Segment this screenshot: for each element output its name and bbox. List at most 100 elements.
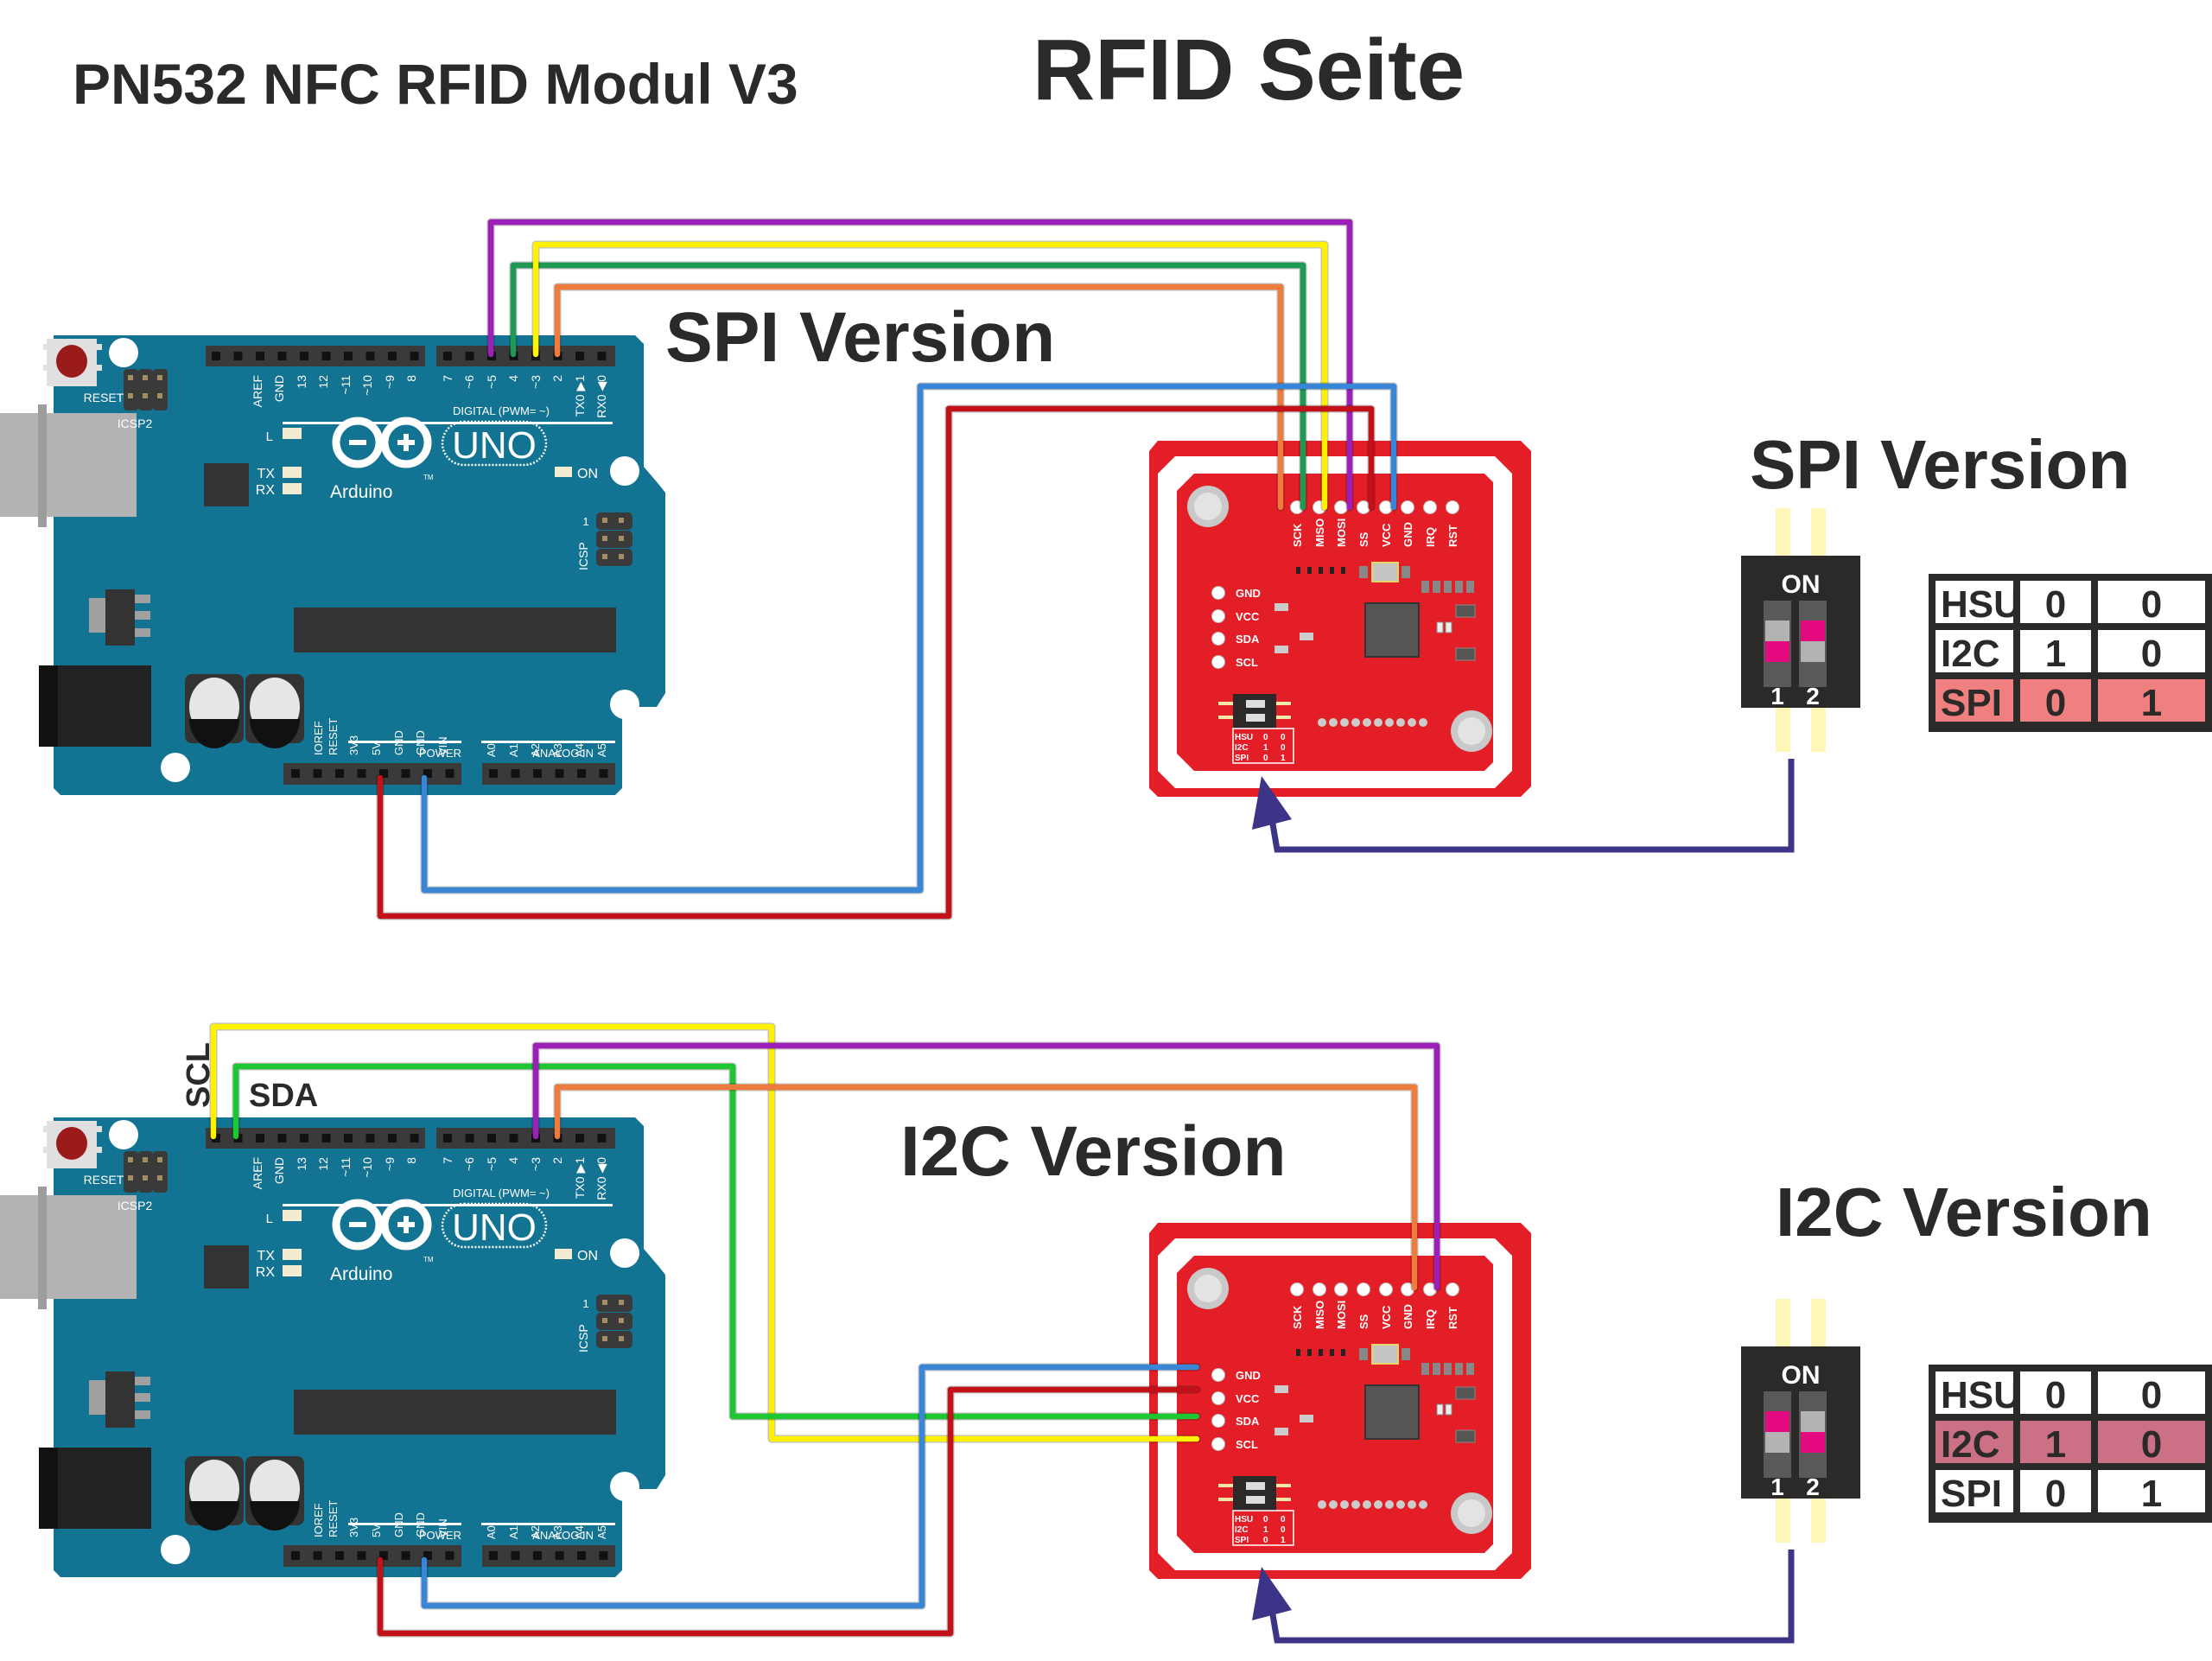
wire-i2c-gnd bbox=[421, 1364, 1200, 1609]
silk-line bbox=[481, 1523, 615, 1525]
usb-flange bbox=[38, 404, 47, 527]
header-socket bbox=[344, 1134, 353, 1142]
dip-leg bbox=[1218, 1484, 1233, 1487]
uno-label: UNO bbox=[452, 424, 537, 467]
pin-label: ~10 bbox=[360, 1157, 374, 1178]
icsp-label: ICSP bbox=[576, 542, 590, 570]
header-socket bbox=[599, 1551, 608, 1560]
crystal bbox=[1371, 562, 1399, 582]
test-pad bbox=[1374, 1500, 1382, 1509]
power-label: POWER bbox=[419, 747, 461, 760]
smd-cap bbox=[1436, 621, 1444, 633]
mini-table-cell: 0 bbox=[1281, 1515, 1286, 1524]
mini-table-frame bbox=[1232, 728, 1294, 764]
header-socket bbox=[597, 352, 607, 360]
dip-leg bbox=[1218, 716, 1233, 719]
header-power bbox=[283, 763, 461, 785]
smd-resistor bbox=[1466, 1363, 1474, 1375]
icsp-pin bbox=[602, 518, 607, 523]
mini-table-cell: 1 bbox=[1263, 1525, 1268, 1535]
pin-label: AREF bbox=[251, 375, 264, 407]
rfid-side-pad-gnd bbox=[1211, 1368, 1225, 1382]
silk-line bbox=[348, 741, 461, 743]
icsp-label: ICSP bbox=[576, 1324, 590, 1352]
regulator-tab bbox=[89, 598, 106, 633]
header-socket bbox=[321, 1134, 331, 1142]
rfid-pin-label: SCK bbox=[1291, 1305, 1304, 1329]
pin-label: 3V3 bbox=[347, 1518, 360, 1537]
icsp-pin bbox=[602, 1336, 607, 1341]
pin-label: ~10 bbox=[360, 375, 374, 396]
dip-leg bbox=[1218, 1498, 1233, 1501]
rfid-mount-hole-inner bbox=[1194, 1275, 1222, 1302]
reset-button-leg bbox=[43, 1126, 50, 1132]
icsp-header bbox=[596, 512, 632, 530]
pin-label: RX0 ◀0 bbox=[594, 375, 608, 418]
header-socket bbox=[321, 352, 331, 360]
icsp-pin bbox=[619, 554, 624, 559]
dip-leg bbox=[1811, 508, 1826, 556]
pin-label: ~6 bbox=[462, 1157, 476, 1171]
pin-label: A1 bbox=[507, 743, 520, 757]
pin-label: RX0 ◀0 bbox=[594, 1157, 608, 1200]
mode-table-cell-bg bbox=[1936, 581, 2013, 623]
icsp2-header bbox=[124, 1151, 138, 1193]
mini-table-frame bbox=[1232, 1510, 1294, 1546]
pin-label: A5 bbox=[595, 743, 608, 757]
header-socket bbox=[511, 769, 520, 778]
tm-mark: TM bbox=[423, 474, 434, 481]
test-pad bbox=[1340, 718, 1349, 727]
rfid-pin-label: SS bbox=[1357, 1314, 1370, 1329]
led-rx bbox=[283, 1265, 302, 1276]
pin-label: 4 bbox=[506, 1157, 520, 1164]
header-socket bbox=[344, 352, 353, 360]
pin-label: 13 bbox=[295, 1157, 308, 1171]
arrow-head-icon bbox=[1252, 776, 1292, 830]
mode-table-cell-bg bbox=[2020, 1371, 2091, 1414]
mini-table-cell: 1 bbox=[1263, 743, 1268, 753]
led-l bbox=[283, 1210, 302, 1221]
header-socket bbox=[388, 1134, 397, 1142]
analog-label: ANALOG IN bbox=[532, 1529, 594, 1542]
pin-label: GND bbox=[272, 1157, 286, 1184]
capacitor-mark bbox=[189, 719, 239, 748]
rfid-pin-label: VCC bbox=[1380, 1305, 1393, 1329]
sda-label: SDA bbox=[249, 1078, 318, 1114]
pin-label: AREF bbox=[251, 1157, 264, 1189]
test-pad bbox=[1408, 718, 1416, 727]
smd-resistor bbox=[1421, 1363, 1429, 1375]
digital-label: DIGITAL (PWM= ~) bbox=[453, 1187, 550, 1200]
header-power bbox=[283, 1545, 461, 1567]
header-socket bbox=[277, 352, 287, 360]
rfid-pin-label: RST bbox=[1446, 1307, 1459, 1329]
mount-hole bbox=[610, 690, 639, 719]
pin-label: ~5 bbox=[485, 1157, 499, 1171]
pin-label: 8 bbox=[404, 375, 418, 382]
header-socket bbox=[577, 1551, 586, 1560]
smd-resistor bbox=[1444, 1363, 1452, 1375]
regulator-tab bbox=[89, 1380, 106, 1415]
mode-table-cell: 0 bbox=[2045, 583, 2066, 626]
header-socket bbox=[445, 769, 454, 778]
arduino-brand: Arduino bbox=[330, 1264, 392, 1284]
pin-label: IOREF bbox=[312, 721, 325, 755]
capacitor-mark bbox=[250, 719, 300, 748]
smd-cap bbox=[1445, 1403, 1452, 1416]
dip-leg bbox=[1811, 1299, 1826, 1346]
rfid-pin-label: MOSI bbox=[1335, 1301, 1348, 1329]
rfid-pad-mosi bbox=[1334, 500, 1348, 514]
header-socket bbox=[533, 769, 542, 778]
icsp2-header bbox=[138, 1151, 153, 1193]
dip-on-label: ON bbox=[1782, 1361, 1821, 1390]
mode-table-cell: I2C bbox=[1941, 633, 1999, 675]
mini-table-cell: I2C bbox=[1235, 1525, 1249, 1535]
spi-center-label: SPI Version bbox=[665, 298, 1055, 377]
mini-table-cell: 0 bbox=[1281, 1525, 1286, 1535]
silk-line bbox=[348, 1523, 461, 1525]
mini-table-cell: 1 bbox=[1281, 1536, 1286, 1545]
pin-label: ~11 bbox=[339, 1157, 353, 1177]
dip-leg bbox=[1811, 707, 1826, 752]
icsp-pin bbox=[602, 1318, 607, 1323]
arduino-logo-left bbox=[332, 417, 384, 468]
